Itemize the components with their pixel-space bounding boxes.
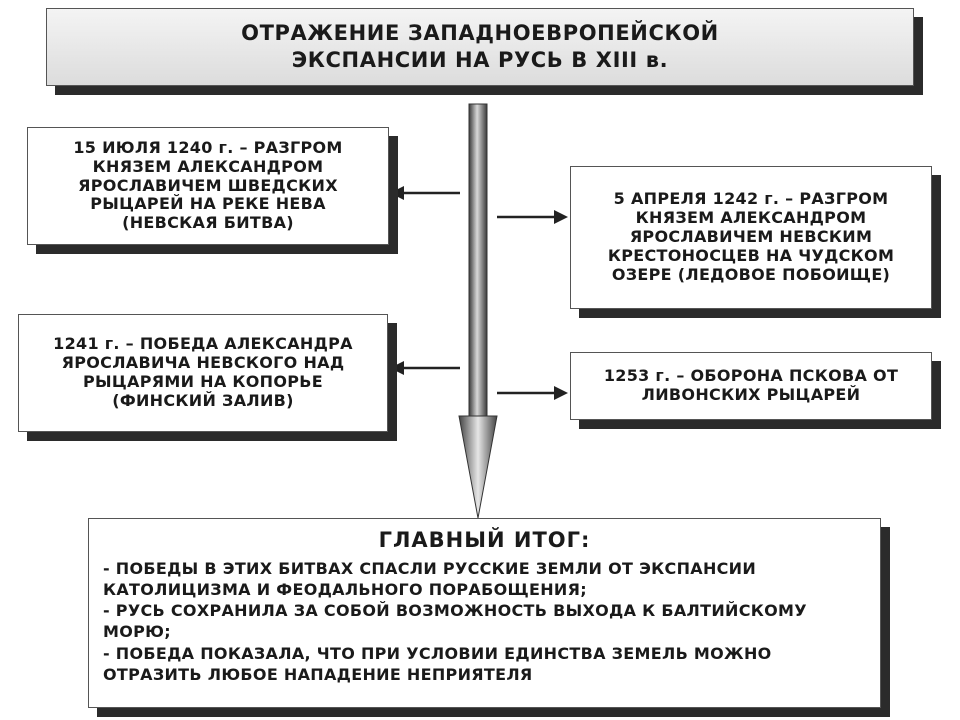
event-3-line: (ФИНСКИЙ ЗАЛИВ) xyxy=(112,390,294,410)
event-2-line: КНЯЗЕМ АЛЕКСАНДРОМ xyxy=(635,208,867,228)
event-2-line: ОЗЕРЕ (ЛЕДОВОЕ ПОБОИЩЕ) xyxy=(611,264,891,284)
title-line-2: ЭКСПАНСИИ НА РУСЬ В XIII в. xyxy=(291,48,669,72)
summary-line: МОРЮ; xyxy=(103,622,171,642)
event-1-line: (НЕВСКАЯ БИТВА) xyxy=(122,213,294,233)
branch-arrow-event-3 xyxy=(390,361,460,375)
branch-arrow-event-1 xyxy=(390,186,460,200)
event-3-line: РЫЦАРЯМИ НА КОПОРЬЕ xyxy=(82,372,324,391)
event-1-line: РЫЦАРЕЙ НА РЕКЕ НЕВА xyxy=(90,194,326,214)
branch-arrow-event-2 xyxy=(497,210,568,224)
event-4-line: 1253 г. – ОБОРОНА ПСКОВА ОТ xyxy=(603,366,899,386)
summary-line: - РУСЬ СОХРАНИЛА ЗА СОБОЙ ВОЗМОЖНОСТЬ ВЫ… xyxy=(103,601,807,621)
event-box-ice-battle: 5 АПРЕЛЯ 1242 г. – РАЗГРОМ КНЯЗЕМ АЛЕКСА… xyxy=(570,166,932,309)
title-line-1: ОТРАЖЕНИЕ ЗАПАДНОЕВРОПЕЙСКОЙ xyxy=(241,20,719,45)
summary-line: - ПОБЕДЫ В ЭТИХ БИТВАХ СПАСЛИ РУССКИЕ ЗЕ… xyxy=(103,559,757,579)
summary-title: ГЛАВНЫЙ ИТОГ: xyxy=(378,528,591,552)
event-4-line: ЛИВОНСКИХ РЫЦАРЕЙ xyxy=(641,385,861,404)
diagram-title-box: ОТРАЖЕНИЕ ЗАПАДНОЕВРОПЕЙСКОЙ ЭКСПАНСИИ Н… xyxy=(46,8,914,86)
event-1-line: 15 ИЮЛЯ 1240 г. – РАЗГРОМ xyxy=(73,137,343,157)
event-3-line: 1241 г. – ПОБЕДА АЛЕКСАНДРА xyxy=(53,334,353,354)
branch-arrow-event-4 xyxy=(497,386,568,400)
event-3-line: ЯРОСЛАВИЧА НЕВСКОГО НАД xyxy=(61,353,345,373)
event-box-neva-battle: 15 ИЮЛЯ 1240 г. – РАЗГРОМ КНЯЗЕМ АЛЕКСАН… xyxy=(27,127,389,245)
event-2-line: КРЕСТОНОСЦЕВ НА ЧУДСКОМ xyxy=(607,245,895,265)
summary-box: ГЛАВНЫЙ ИТОГ: - ПОБЕДЫ В ЭТИХ БИТВАХ СПА… xyxy=(88,518,881,708)
summary-line: ОТРАЗИТЬ ЛЮБОЕ НАПАДЕНИЕ НЕПРИЯТЕЛЯ xyxy=(103,664,533,684)
timeline-arrow-head xyxy=(458,415,498,519)
summary-line: - ПОБЕДА ПОКАЗАЛА, ЧТО ПРИ УСЛОВИИ ЕДИНС… xyxy=(103,643,772,663)
event-2-line: ЯРОСЛАВИЧЕМ НЕВСКИМ xyxy=(629,227,873,247)
event-1-line: КНЯЗЕМ АЛЕКСАНДРОМ xyxy=(92,156,324,176)
event-box-koporye: 1241 г. – ПОБЕДА АЛЕКСАНДРА ЯРОСЛАВИЧА Н… xyxy=(18,314,388,432)
summary-line: КАТОЛИЦИЗМА И ФЕОДАЛЬНОГО ПОРАБОЩЕНИЯ; xyxy=(103,580,587,600)
timeline-arrow xyxy=(458,103,498,519)
timeline-arrow-shaft xyxy=(468,103,488,421)
event-1-line: ЯРОСЛАВИЧЕМ ШВЕДСКИХ xyxy=(78,175,338,195)
event-2-line: 5 АПРЕЛЯ 1242 г. – РАЗГРОМ xyxy=(613,189,889,209)
event-box-pskov-defense: 1253 г. – ОБОРОНА ПСКОВА ОТ ЛИВОНСКИХ РЫ… xyxy=(570,352,932,420)
